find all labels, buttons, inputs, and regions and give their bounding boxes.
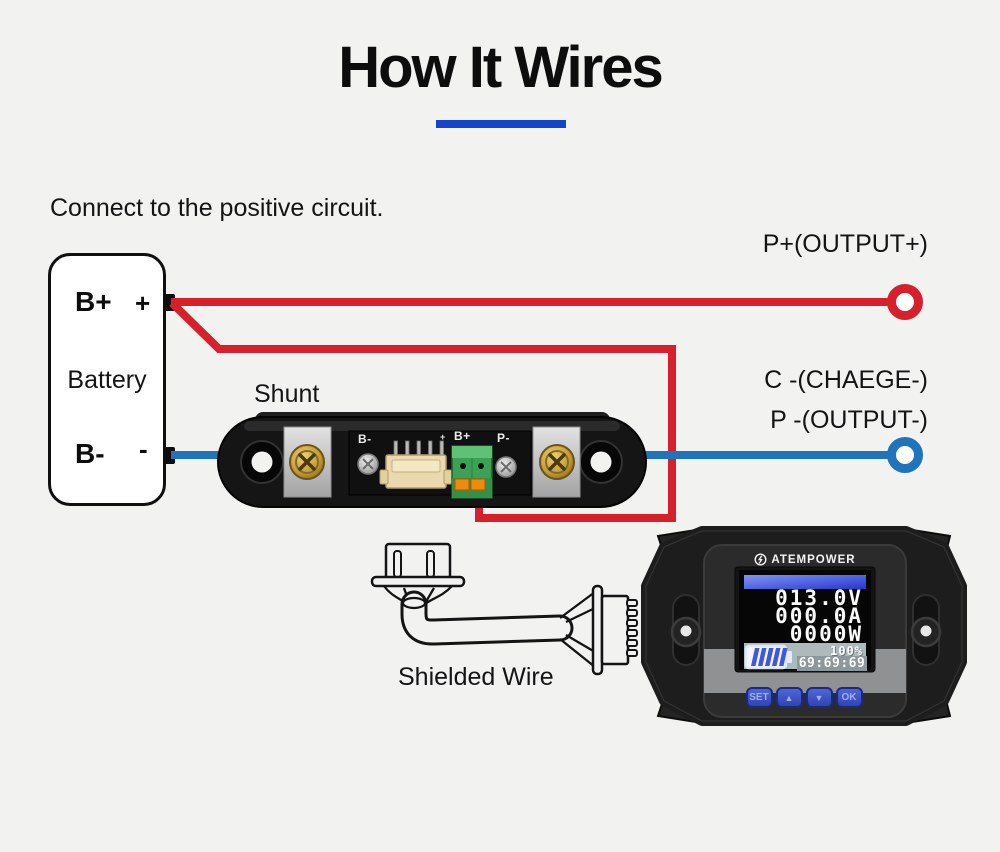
battery-name: Battery <box>67 366 147 394</box>
shielded-wire-label: Shielded Wire <box>398 663 554 691</box>
up-button[interactable]: ▲ <box>775 687 803 708</box>
shunt-device <box>217 412 647 508</box>
monitor-brand: ATEMPOWER <box>740 552 870 567</box>
label-p-plus-output: P+(OUTPUT+) <box>762 230 928 258</box>
shunt-jst-plus-mark: + <box>440 432 446 442</box>
green-terminal-block <box>451 445 493 499</box>
lcd-blue-bar <box>744 575 866 589</box>
blue-ring-terminal <box>887 437 923 473</box>
intro-text: Connect to the positive circuit. <box>50 194 384 222</box>
battery-neg-sign: - <box>139 434 148 464</box>
lcd-readouts: 013.0V 000.0A 0000W <box>739 586 863 646</box>
lcd-voltage: 013.0V <box>775 586 863 610</box>
shielded-wire-drawing <box>370 542 638 676</box>
label-c-minus-charge: C -(CHAEGE-) <box>764 366 928 394</box>
ok-button[interactable]: OK <box>835 687 863 708</box>
lcd-power: 0000W <box>789 622 863 646</box>
battery-box: B+ + Battery B- - <box>48 253 166 506</box>
battery-pos-sign: + <box>135 288 151 318</box>
battery-monitor-device <box>641 526 967 726</box>
jst-connector <box>379 440 453 489</box>
lcd-time: 69:69:69 <box>797 656 867 671</box>
lcd-percent: 100% <box>830 644 863 658</box>
orange-tab <box>470 478 486 491</box>
small-screw-left <box>357 453 379 475</box>
brass-screw-right <box>539 444 575 480</box>
battery-pos-label: B+ <box>75 286 112 317</box>
down-button[interactable]: ▼ <box>805 687 833 708</box>
battery-charge-icon <box>744 644 792 670</box>
lcd-current: 000.0A <box>775 604 863 628</box>
title-underline <box>436 120 566 128</box>
shunt-pcb-label-b-minus: B- <box>358 432 372 446</box>
monitor-brand-text: ATEMPOWER <box>771 553 856 566</box>
atempower-logo-icon <box>754 553 767 566</box>
red-wire-positive <box>169 298 892 522</box>
brass-screw-left <box>289 444 325 480</box>
shunt-pcb-label-p-minus: P- <box>497 431 510 445</box>
shunt-pcb-label-b-plus: B+ <box>454 429 471 443</box>
battery-neg-label: B- <box>75 438 105 469</box>
orange-tab <box>454 478 470 491</box>
shunt-label: Shunt <box>254 380 320 408</box>
red-ring-terminal <box>887 284 923 320</box>
small-screw-right <box>495 456 517 478</box>
set-button[interactable]: SET <box>745 687 773 708</box>
monitor-buttons: SET ▲ ▼ OK <box>740 687 868 708</box>
label-p-minus-output: P -(OUTPUT-) <box>770 406 928 434</box>
page-title: How It Wires <box>338 35 664 100</box>
